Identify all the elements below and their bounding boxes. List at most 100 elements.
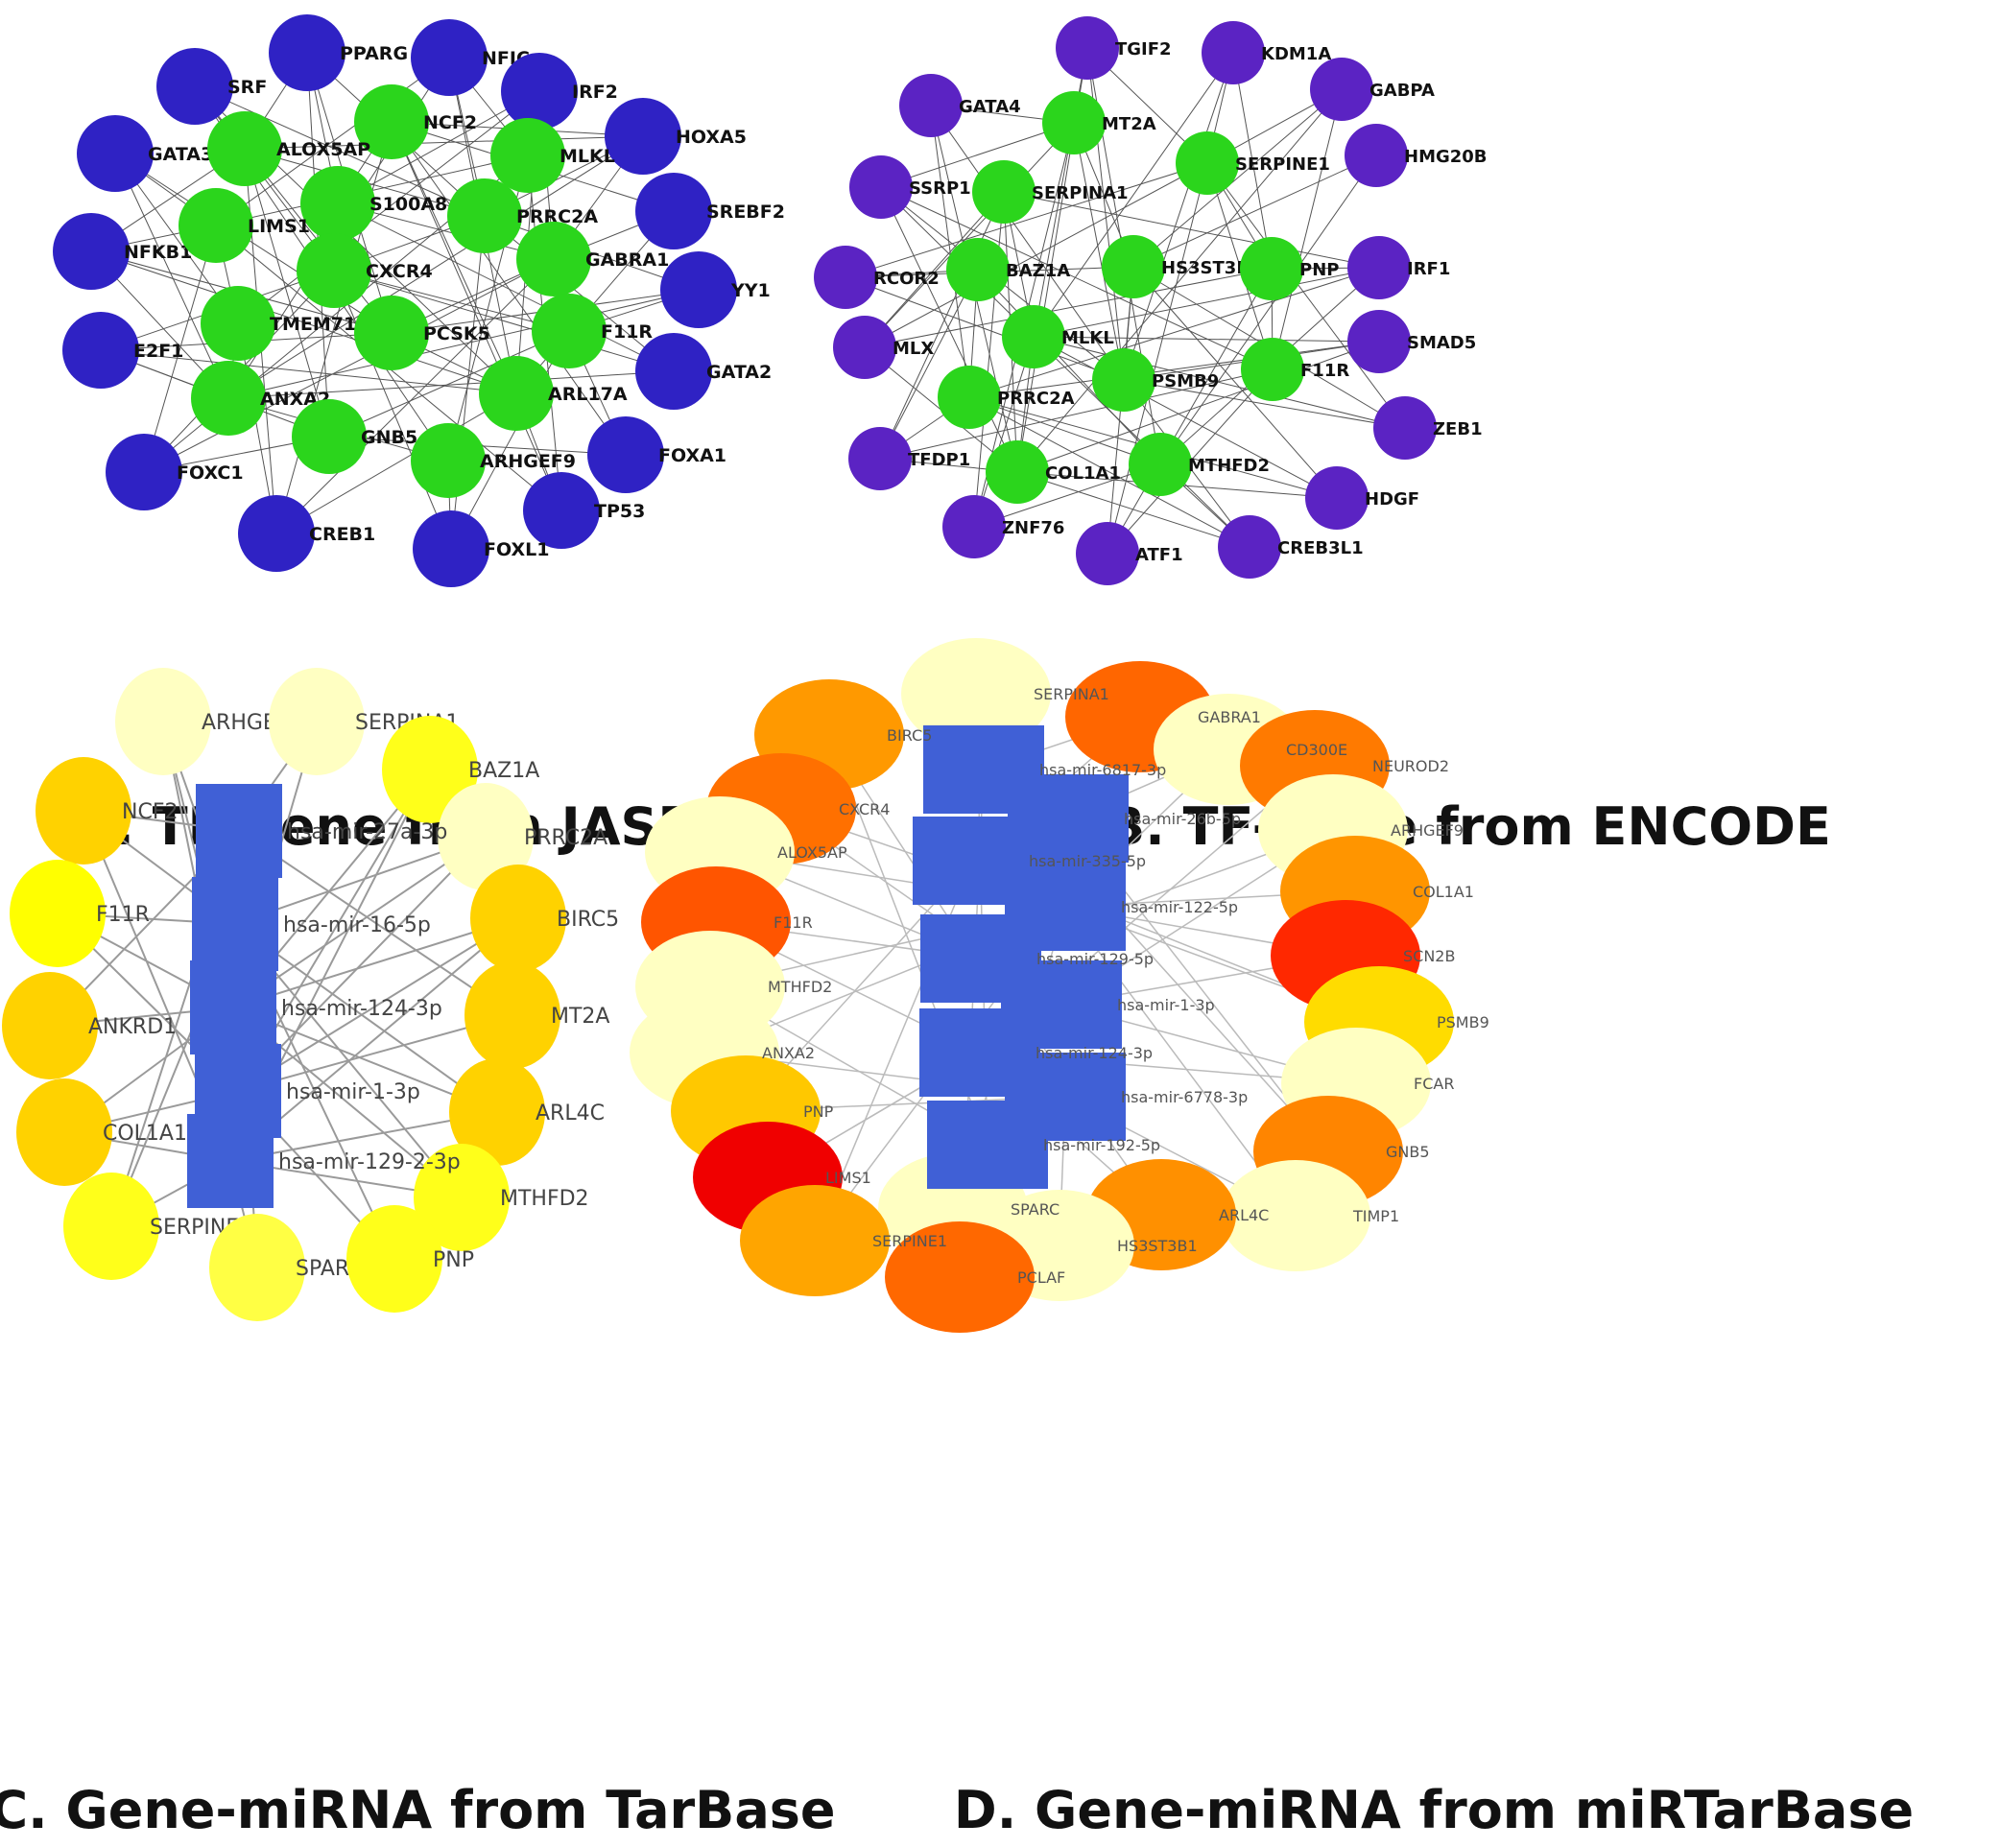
node-gnb5 [292,399,367,474]
tf-label-foxa1: FOXA1 [658,445,726,466]
node-serpine1 [740,1185,890,1296]
tf-label-hoxa5: HOXA5 [676,127,747,148]
node-sparc [209,1214,305,1321]
tf-label-gabpa: GABPA [1369,81,1435,101]
mirna-label-hsa-mir-124-3p: hsa-mir-124-3p [281,997,442,1021]
node-atf1 [1076,522,1139,585]
tf-label-gata2: GATA2 [706,362,772,383]
gene-label-pnp: PNP [1299,260,1339,280]
mirna-label-hsa-mir-1-3p: hsa-mir-1-3p [286,1080,420,1104]
gene-label-timp1: TIMP1 [1352,1207,1399,1225]
node-serpina1 [972,160,1036,224]
gene-label-fcar: FCAR [1414,1075,1454,1093]
mirna-label-hsa-mir-26b-5p: hsa-mir-26b-5p [1124,810,1241,828]
node-serpine1 [63,1173,159,1280]
tf-label-gata4: GATA4 [959,97,1021,117]
gene-label-arl4c: ARL4C [1219,1206,1269,1224]
node-prrc2a [447,178,522,253]
node-f11r [1241,338,1304,401]
gene-label-mlkl: MLKL [560,146,615,167]
node-znf76 [942,495,1006,558]
tf-label-ssrp1: SSRP1 [909,178,971,199]
gene-label-f11r: F11R [601,321,653,343]
gene-label-birc5: BIRC5 [887,726,932,745]
tf-label-nfkb1: NFKB1 [124,242,192,263]
node-gata3 [77,115,154,192]
gene-label-mthfd2: MTHFD2 [768,978,832,996]
gene-label-psmb9: PSMB9 [1152,371,1219,391]
node-arhgef9 [115,668,211,775]
node-ncf2 [354,84,429,159]
gene-label-s100a8: S100A8 [369,194,447,215]
node-irf1 [1347,236,1411,299]
node-mlx [833,316,896,379]
node-serpine1 [1176,131,1239,195]
tf-label-znf76: ZNF76 [1002,518,1064,538]
tf-label-atf1: ATF1 [1135,545,1183,565]
tf-label-rcor2: RCOR2 [873,269,940,289]
tf-label-hdgf: HDGF [1365,489,1419,509]
node-hsa-mir-16-5p [192,877,278,971]
node-tfdp1 [848,427,912,490]
gene-label-ncf2: NCF2 [423,112,477,133]
node-prrc2a [438,783,534,890]
gene-label-lims1: LIMS1 [825,1169,871,1187]
tf-label-hmg20b: HMG20B [1404,147,1488,167]
gene-label-pclaf: PCLAF [1017,1268,1065,1287]
tf-label-creb1: CREB1 [309,524,375,545]
node-psmb9 [1092,348,1155,412]
tf-label-irf2: IRF2 [572,82,618,103]
node-pnp [1240,237,1303,300]
node-alox5ap [207,111,282,186]
panel-b-caption: B. TF-gene from ENCODE [1106,796,1831,857]
gene-label-mthfd2: MTHFD2 [1188,456,1270,476]
node-smad5 [1347,310,1411,373]
gene-label-mthfd2: MTHFD2 [500,1187,589,1211]
gene-label-alox5ap: ALOX5AP [276,139,370,160]
node-creb1 [238,495,315,572]
gene-label-baz1a: BAZ1A [1006,261,1070,281]
node-zeb1 [1373,396,1437,460]
node-pparg [269,14,345,91]
gene-label-f11r: F11R [96,903,150,927]
node-hsa-mir-27a-3p [196,784,282,878]
gene-label-prrc2a: PRRC2A [516,206,598,227]
node-pnp [346,1205,442,1313]
gene-label-pnp: PNP [433,1248,474,1272]
tf-label-tp53: TP53 [594,501,645,522]
node-gabra1 [516,222,591,296]
node-cxcr4 [297,233,371,308]
tf-label-foxc1: FOXC1 [177,462,244,484]
node-rcor2 [814,246,877,309]
node-mlkl [1002,305,1065,368]
panel-c-caption: C. Gene-miRNA from TarBase [0,1780,836,1840]
tf-label-srf: SRF [227,77,267,98]
gene-label-arl17a: ARL17A [548,384,628,405]
node-srebf2 [635,173,712,249]
gene-label-prrc2a: PRRC2A [997,389,1075,409]
node-gabpa [1310,58,1373,121]
tf-label-creb3l1: CREB3L1 [1277,538,1364,558]
node-tp53 [523,472,600,549]
node-lims1 [179,188,253,263]
gene-label-f11r: F11R [1300,361,1349,381]
node-hoxa5 [605,98,681,175]
gene-label-baz1a: BAZ1A [468,759,539,783]
gene-label-gnb5: GNB5 [361,427,417,448]
panel-c-nodes: ARHGEF9SERPINA1BAZ1ANCF2PRRC2AF11RBIRC5A… [2,668,619,1321]
gene-label-serpine1: SERPINE1 [872,1232,947,1250]
node-srf [156,48,233,125]
tf-label-pparg: PPARG [340,43,408,64]
gene-label-alox5ap: ALOX5AP [777,843,847,862]
tf-label-kdm1a: KDM1A [1261,44,1331,64]
node-mt2a [1042,91,1106,154]
tf-label-irf1: IRF1 [1407,259,1450,279]
gene-label-lims1: LIMS1 [248,216,310,237]
gene-label-f11r: F11R [774,913,813,932]
node-f11r [10,860,106,967]
node-arl17a [479,356,554,431]
